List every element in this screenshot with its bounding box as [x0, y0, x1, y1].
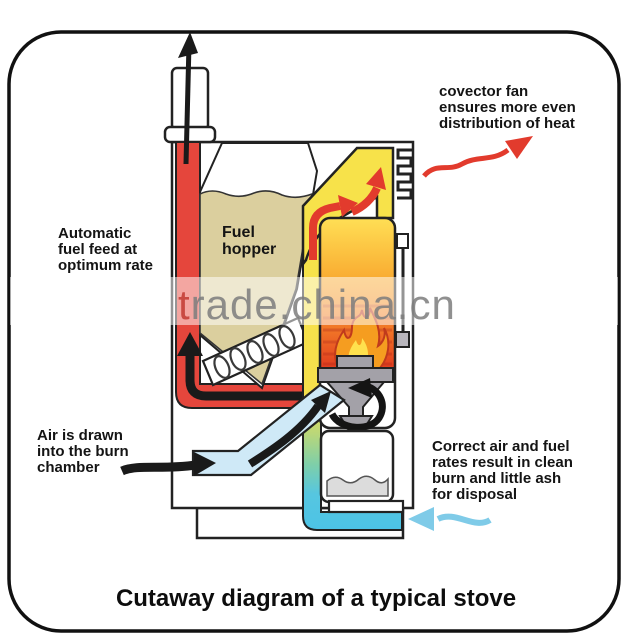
air-intake-arrow	[120, 452, 216, 476]
watermark-text: trade.china.cn	[178, 281, 456, 329]
fuel-hopper	[199, 142, 319, 390]
air-to-pot-arrow	[247, 391, 331, 468]
watermark-band	[10, 277, 618, 325]
ash-pan	[319, 429, 405, 514]
label-fuel-feed: Automatic fuel feed at optimum rate	[58, 225, 154, 274]
label-air-intake: Air is drawn into the burn chamber	[37, 427, 129, 476]
convector-heat-arrow	[422, 136, 533, 178]
watermark-rest: rade.china.cn	[190, 281, 456, 328]
combustion-air-duct	[191, 383, 346, 477]
heat-exchanger-fins	[396, 148, 413, 200]
label-clean-burn: Correct air and fuel rates result in cle…	[432, 438, 573, 503]
hot-flow-arrow-2	[350, 167, 386, 216]
label-convector-fan: covector fan ensures more even distribut…	[439, 83, 576, 132]
base-air-arrow	[408, 507, 492, 531]
label-fuel-hopper: Fuel hopper	[222, 224, 277, 258]
flue-up-arrow	[178, 32, 198, 165]
air-swirl-arrow	[328, 378, 386, 431]
exhaust-flow-arrow	[177, 332, 306, 401]
diagram-title: Cutaway diagram of a typical stove	[115, 585, 517, 612]
ash-pan-tray	[327, 499, 405, 514]
hot-flow-arrow-1	[309, 195, 358, 260]
watermark-lead: t	[178, 281, 191, 328]
ash-fill	[326, 475, 389, 497]
